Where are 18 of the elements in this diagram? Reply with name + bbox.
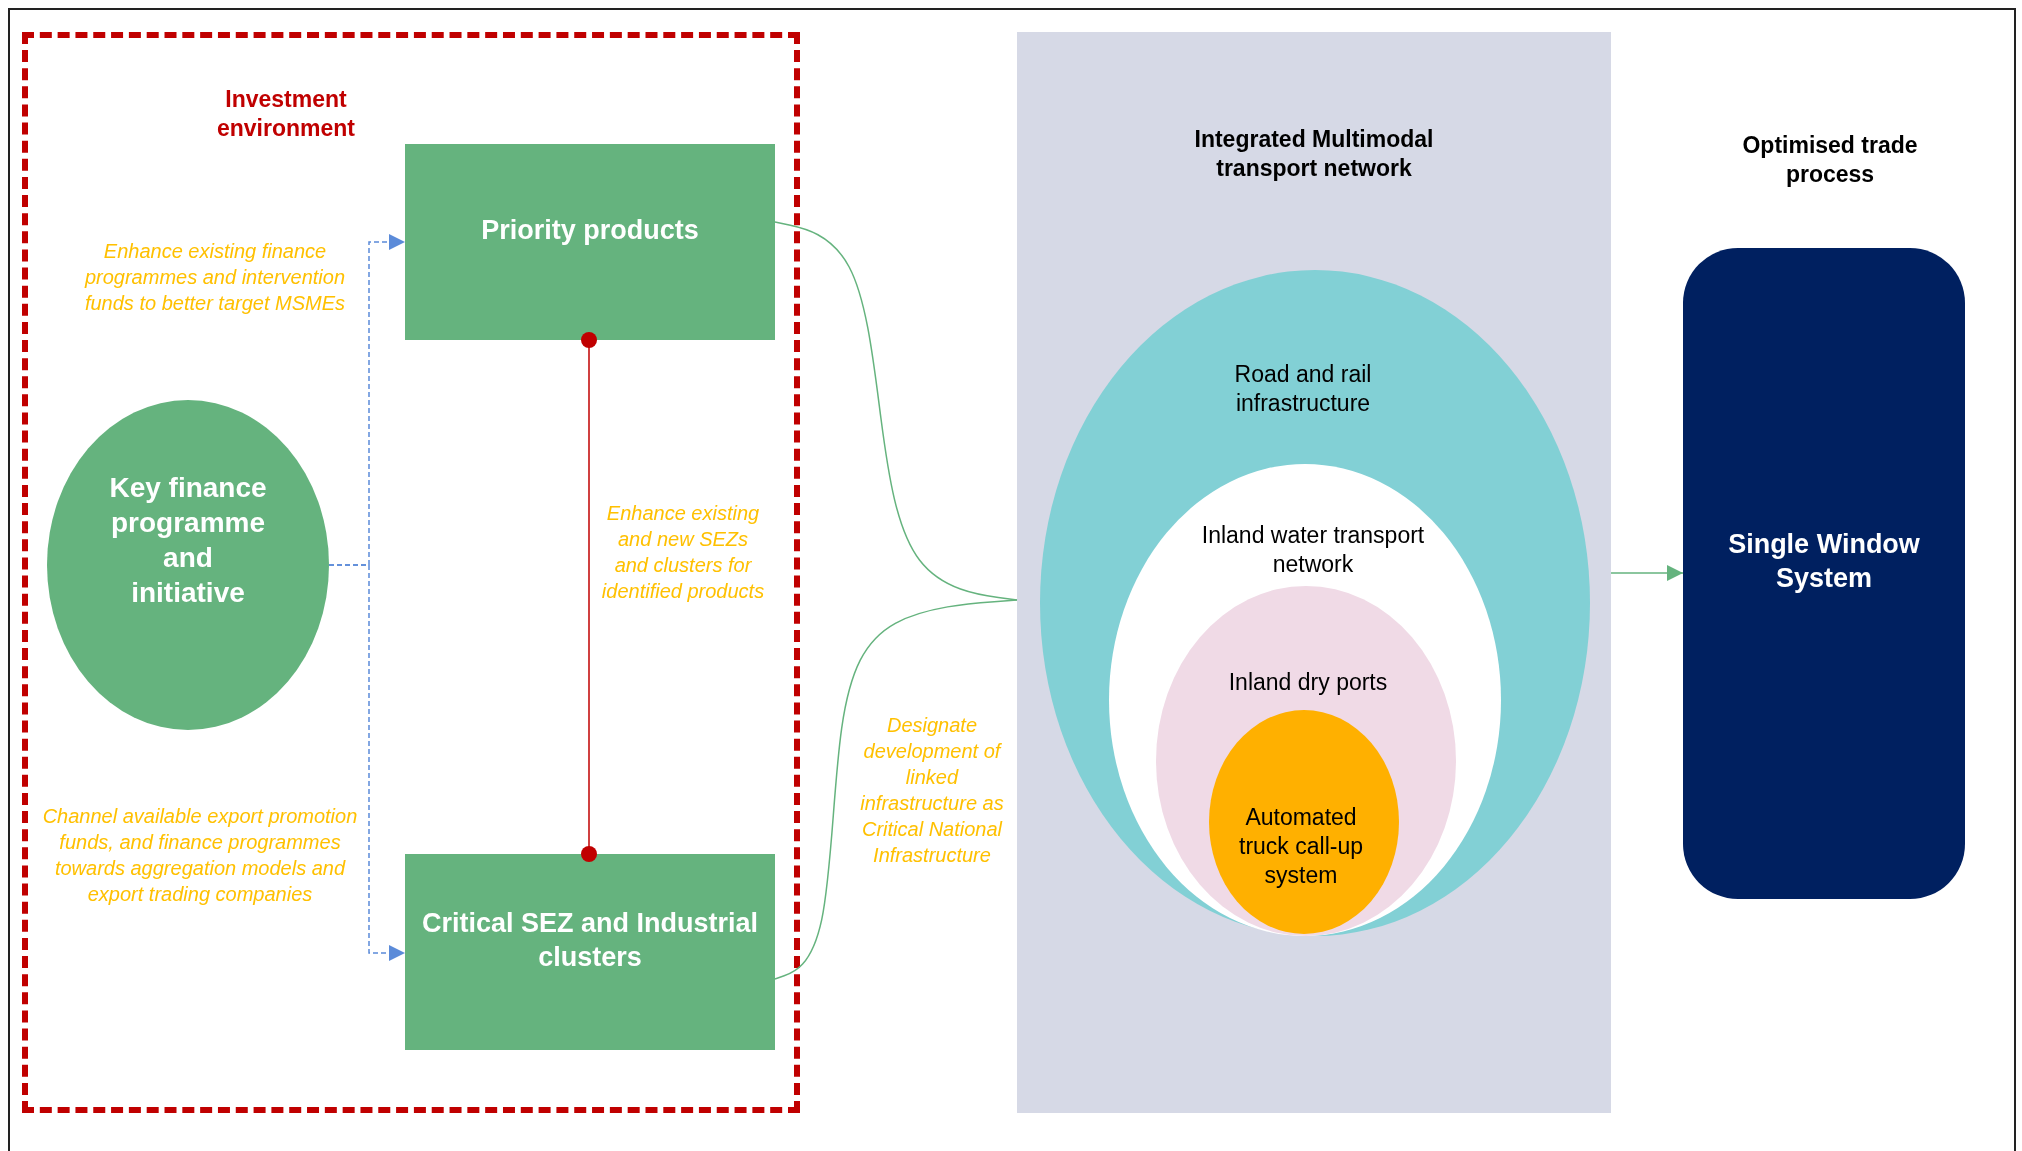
- node-label: Priority products: [480, 214, 700, 248]
- edge-label: Enhance existing finance programmes and intervention funds to better target MSMEs: [83, 239, 347, 316]
- group-heading: Integrated Multimodal transport network: [1193, 125, 1435, 183]
- arrow: [1610, 565, 1684, 581]
- arrow: [328, 564, 406, 961]
- edge-label: Designate development of linked infrastructure as Critical National Infrastructure: [859, 713, 1005, 868]
- connector: [774, 599, 1018, 980]
- node-label: Inland dry ports: [1227, 667, 1389, 697]
- edge-label: Enhance existing and new SEZs and clusters for identified products: [600, 501, 766, 604]
- group-heading: Optimised trade process: [1741, 131, 1919, 189]
- node-label: Road and rail infrastructure: [1233, 360, 1373, 418]
- node-label: Automated truck call-up system: [1238, 802, 1364, 890]
- node-label: Inland water transport network: [1200, 521, 1426, 579]
- node-label: Single Window System: [1727, 528, 1921, 595]
- group-heading: Investment environment: [216, 85, 356, 143]
- node-label: Critical SEZ and Industrial clusters: [420, 907, 760, 974]
- node-label: Key finance programme and initiative: [108, 471, 268, 610]
- edge-label: Channel available export promotion funds, and finance programmes towards aggregation models and export trading companies: [42, 804, 358, 907]
